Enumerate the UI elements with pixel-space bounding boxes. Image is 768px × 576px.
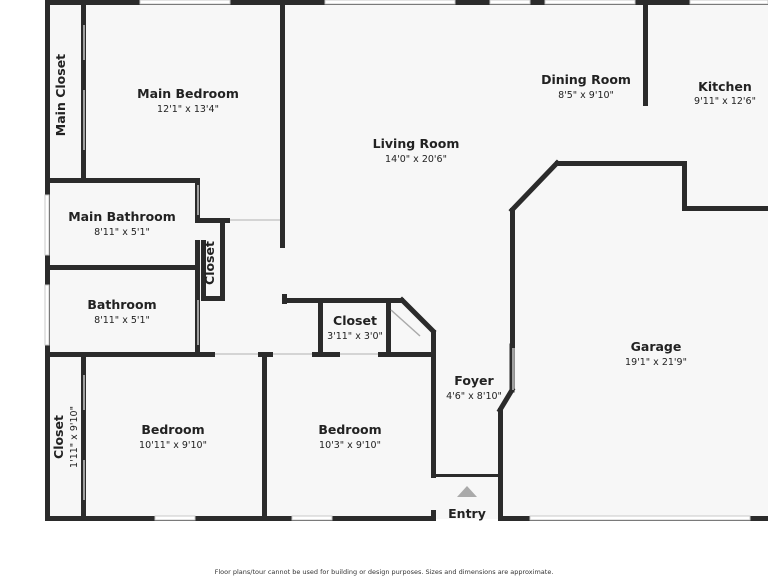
garage-dims: 19'1" x 21'9": [625, 357, 687, 368]
bedroom-2-dims: 10'3" x 9'10": [319, 440, 381, 451]
main-bathroom-dims: 8'11" x 5'1": [94, 227, 150, 238]
kitchen-label: Kitchen: [698, 79, 752, 94]
bedroom-2-label: Bedroom: [318, 422, 381, 437]
main-bedroom-dims: 12'1" x 13'4": [157, 104, 219, 115]
foyer-dims: 4'6" x 8'10": [446, 391, 502, 402]
kitchen-dims: 9'11" x 12'6": [694, 96, 756, 107]
hall-closet-label: Closet: [202, 241, 217, 285]
bedroom-1-label: Bedroom: [141, 422, 204, 437]
dining-room-dims: 8'5" x 9'10": [558, 90, 614, 101]
diagonal-walls: [398, 159, 561, 414]
disclaimer-text: Floor plans/tour cannot be used for buil…: [214, 568, 554, 576]
small-closet-dims: 3'11" x 3'0": [327, 331, 383, 342]
living-room-label: Living Room: [373, 136, 460, 151]
foyer-label: Foyer: [454, 373, 494, 388]
bedroom-closet-dims: 1'11" x 9'10": [69, 406, 80, 468]
entry-label: Entry: [448, 506, 486, 521]
bedroom-closet-label: Closet: [51, 415, 66, 459]
small-closet-label: Closet: [333, 313, 377, 328]
main-bathroom-label: Main Bathroom: [68, 209, 176, 224]
bedroom-1-dims: 10'11" x 9'10": [139, 440, 207, 451]
dining-room-label: Dining Room: [541, 72, 631, 87]
garage-label: Garage: [631, 339, 682, 354]
entry-arrow-icon: [457, 486, 477, 497]
main-closet-label: Main Closet: [53, 54, 68, 136]
doorways: [83, 25, 514, 500]
main-bedroom-label: Main Bedroom: [137, 86, 239, 101]
garage-floor: [500, 165, 768, 519]
living-room-dims: 14'0" x 20'6": [385, 154, 447, 165]
bathroom-dims: 8'11" x 5'1": [94, 315, 150, 326]
windows: [44, 0, 768, 521]
bathroom-label: Bathroom: [87, 297, 156, 312]
closet-door-line: [390, 309, 421, 337]
